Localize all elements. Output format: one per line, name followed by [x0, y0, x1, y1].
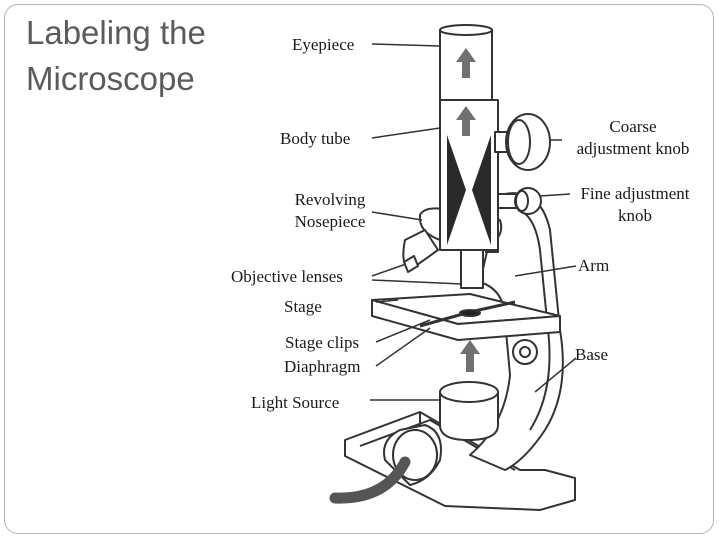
- label-revolving-nosepiece: Revolving Nosepiece: [282, 189, 378, 233]
- title-line-1: Labeling the: [26, 14, 206, 51]
- body-tube-dark-right: [472, 135, 491, 245]
- eyepiece-top: [439, 24, 493, 36]
- label-objective-lenses: Objective lenses: [231, 267, 343, 286]
- coarse-adjustment-knob-inner: [507, 119, 531, 165]
- arm-screw-inner: [519, 346, 531, 358]
- leader-arm: [514, 265, 577, 277]
- label-coarse-adjustment-knob: Coarse adjustment knob: [558, 116, 708, 160]
- label-fine-line-2: knob: [618, 206, 652, 225]
- title-line-2: Microscope: [26, 60, 195, 97]
- leader-stage: [375, 299, 399, 303]
- stage-front: [371, 299, 561, 341]
- light-source-top: [439, 381, 499, 403]
- light-arrow-stage: [460, 340, 480, 372]
- power-cord: [329, 456, 411, 504]
- leader-objective-lenses-2: [371, 279, 463, 285]
- leader-base: [534, 357, 577, 393]
- stage-aperture: [459, 309, 481, 317]
- label-revolving-nosepiece-line-2: Nosepiece: [294, 212, 366, 231]
- label-fine-line-1: Fine adjustment: [580, 184, 690, 203]
- label-arm: Arm: [578, 256, 610, 275]
- leader-eyepiece: [371, 43, 441, 47]
- light-arrow-body: [456, 106, 476, 136]
- label-coarse-line-2: adjustment knob: [576, 139, 690, 158]
- slide-title: Labeling the Microscope: [26, 10, 256, 102]
- leader-objective-lenses: [371, 263, 407, 277]
- leader-fine-knob: [539, 193, 571, 197]
- label-revolving-nosepiece-line-1: Revolving: [294, 190, 366, 209]
- label-eyepiece: Eyepiece: [292, 35, 355, 54]
- light-source-housing: [439, 391, 499, 441]
- fine-adjustment-knob-inner: [515, 190, 529, 212]
- leader-diaphragm: [375, 327, 431, 367]
- label-body-tube: Body tube: [280, 129, 351, 148]
- light-arrow-eyepiece: [456, 48, 476, 78]
- body-tube-dark-left: [447, 135, 466, 245]
- leader-body-tube: [371, 127, 441, 139]
- leader-revolving-nosepiece: [371, 211, 423, 221]
- leader-stage-clips: [375, 319, 431, 343]
- objective-lens-center: [460, 249, 484, 289]
- label-stage: Stage: [284, 297, 322, 316]
- label-coarse-line-1: Coarse: [609, 117, 657, 136]
- label-fine-adjustment-knob: Fine adjustment knob: [560, 183, 710, 227]
- label-diaphragm: Diaphragm: [284, 357, 361, 376]
- label-base: Base: [575, 345, 609, 364]
- label-light-source: Light Source: [251, 393, 340, 412]
- slide-frame: [4, 4, 714, 534]
- objective-tip: [403, 255, 419, 273]
- label-stage-clips: Stage clips: [285, 333, 360, 352]
